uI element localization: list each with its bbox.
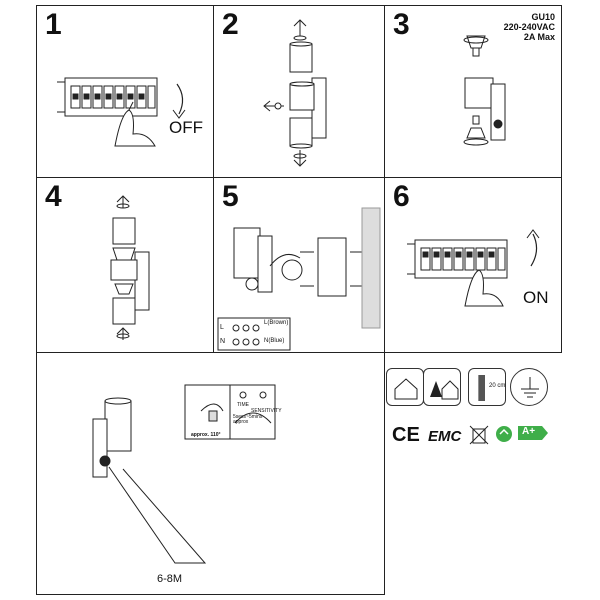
outdoor-house-tree-icon [423, 368, 461, 406]
current: 2A Max [523, 32, 555, 42]
wiring-n: N [220, 338, 226, 345]
detection-angle-label: approx. 110° [191, 432, 221, 438]
bulb-spec: GU10 220-240VAC 2A Max [504, 12, 555, 42]
distance-label: 20 cm [489, 383, 506, 389]
step-6-panel: 6 ON [384, 177, 562, 353]
detection-range-label: 6-8M [157, 573, 183, 585]
step-number: 6 [393, 180, 410, 213]
sensitivity-label: SENSITIVITY [251, 408, 282, 414]
step-2-panel: 2 [213, 5, 385, 178]
remove-glass-covers-illustration [263, 19, 327, 167]
off-label: OFF [169, 118, 203, 137]
step-number: 4 [45, 180, 62, 213]
wiring-n-label: N(Blue) [264, 338, 285, 344]
distance-20cm-icon: 20 cm [468, 368, 506, 406]
step-3-panel: 3 GU10 220-240VAC 2A Max [384, 5, 562, 178]
time-range-label: 5secs~5mins [233, 414, 263, 420]
step-1-panel: 1 OFF [36, 5, 214, 178]
step-number: 1 [45, 8, 62, 41]
replace-bulb-illustration [463, 35, 506, 146]
step-number: 3 [393, 8, 410, 41]
step-5-panel: 5 L(Brown) N(Blue) L N [213, 177, 385, 353]
step-number: 5 [222, 180, 239, 213]
time-label: TIME [237, 402, 249, 408]
voltage: 220-240VAC [503, 22, 555, 32]
refit-glass-covers-illustration [110, 195, 150, 340]
step-4-panel: 4 [36, 177, 214, 353]
wiring-l: L [220, 324, 224, 331]
earth-ground-icon [510, 368, 548, 406]
indoor-house-icon [386, 368, 424, 406]
emc-mark: EMC [428, 428, 462, 445]
sensor-panel: 6-8M approx. 110° TIME SENSITIVITY 5secs… [36, 352, 385, 595]
wiring-illustration [217, 207, 381, 351]
breaker-off-illustration [57, 77, 186, 147]
wiring-l-label: L(Brown) [264, 320, 289, 326]
sensor-range-illustration [92, 384, 276, 564]
time-approx-label: approx [233, 419, 249, 425]
step-number: 2 [222, 8, 239, 41]
energy-class-label: A+ [522, 426, 536, 437]
on-label: ON [523, 288, 549, 307]
ce-mark: CE [392, 424, 420, 446]
bulb-type: GU10 [531, 12, 555, 22]
breaker-on-illustration [407, 229, 540, 307]
